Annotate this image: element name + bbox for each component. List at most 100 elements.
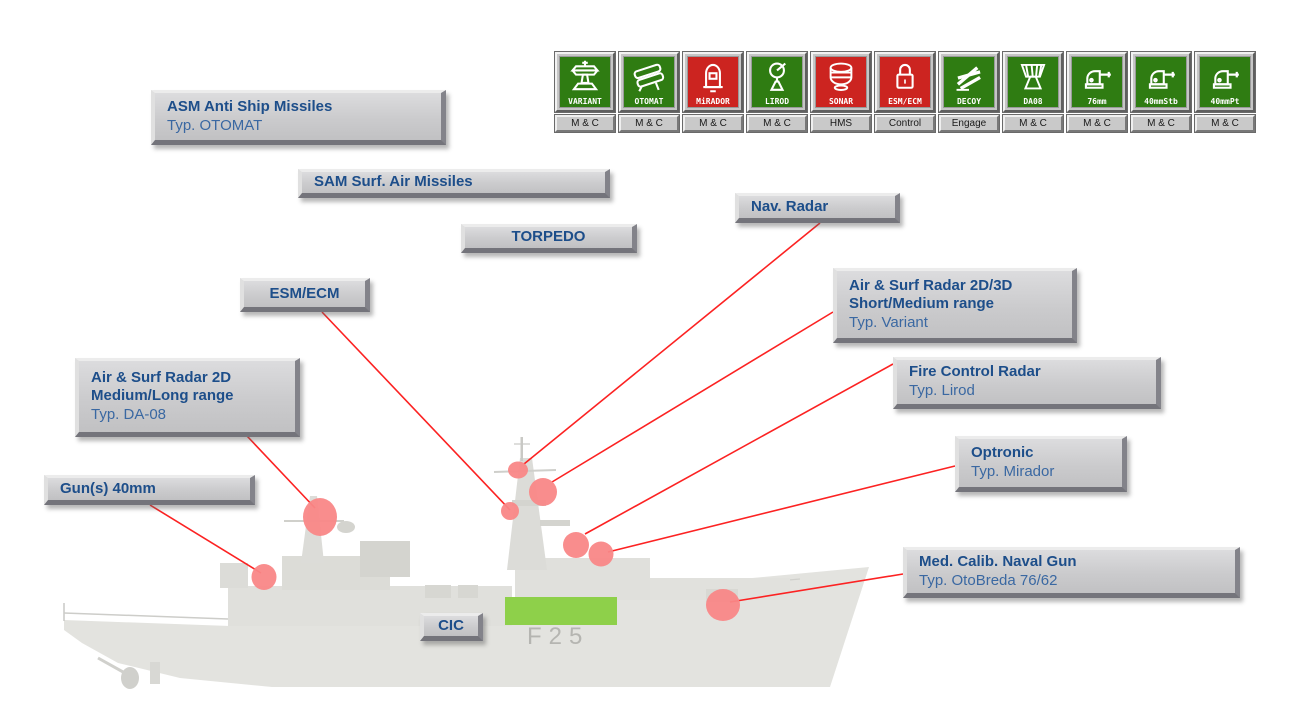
system-button-variant[interactable]: VARIANT	[555, 52, 615, 112]
system-button-label: 76mm	[1087, 97, 1107, 106]
system-mode-cell[interactable]: HMS	[811, 115, 871, 132]
system-button-label: OTOMAT	[634, 97, 664, 106]
system-hotspot-esm-ecm[interactable]	[501, 502, 519, 520]
system-button-label: DECOY	[956, 97, 982, 106]
system-button-label: DA08	[1023, 97, 1043, 106]
callout-cic[interactable]: CIC	[420, 613, 483, 641]
system-button-da08[interactable]: DA08	[1003, 52, 1063, 112]
system-mode-cell[interactable]: M & C	[1195, 115, 1255, 132]
callout-title: ESM/ECM	[269, 284, 340, 302]
mast-platform-2	[540, 520, 570, 526]
system-hotspot-da08-radar[interactable]	[303, 498, 337, 536]
connector-line-optronic	[607, 465, 956, 553]
connector-line-fire-control-radar	[584, 363, 894, 535]
system-hotspot-med-calib-gun[interactable]	[706, 589, 740, 621]
connector-line-med-calib-gun	[729, 573, 904, 603]
connector-line-guns-40mm	[149, 504, 262, 574]
callout-sam-missiles[interactable]: SAM Surf. Air Missiles	[298, 169, 610, 198]
main-mast-pole	[520, 437, 523, 461]
system-button-mirador[interactable]: MiRADOR	[683, 52, 743, 112]
system-icon-column: 40mmPt M & C	[1195, 52, 1255, 132]
system-button-label: MiRADOR	[696, 97, 730, 106]
system-button-sonar[interactable]: SONAR	[811, 52, 871, 112]
deck-fitting-2	[458, 585, 478, 598]
callout-torpedo[interactable]: TORPEDO	[461, 224, 637, 253]
system-hotspot-guns-40mm[interactable]	[251, 564, 277, 590]
callout-nav-radar[interactable]: Nav. Radar	[735, 193, 900, 223]
system-icon-column: LIROD M & C	[747, 52, 807, 132]
sonar-dome-icon	[829, 62, 853, 91]
callout-subtitle: Typ. Variant	[849, 313, 928, 331]
system-icon-column: SONAR HMS	[811, 52, 871, 132]
connector-line-nav-radar	[523, 222, 821, 465]
system-button-40mm-pt[interactable]: 40mmPt	[1195, 52, 1255, 112]
system-button-76mm[interactable]: 76mm	[1067, 52, 1127, 112]
callout-title: Fire Control Radar	[909, 363, 1041, 381]
system-button-label: VARIANT	[568, 97, 602, 106]
system-icon-column: 40mmStb M & C	[1131, 52, 1191, 132]
callout-subtitle: Typ. DA-08	[91, 405, 167, 423]
callout-guns-40mm[interactable]: Gun(s) 40mm	[44, 475, 255, 505]
system-hotspot-optronic[interactable]	[588, 541, 614, 567]
system-button-otomat[interactable]: OTOMAT	[619, 52, 679, 112]
callout-title: Air & Surf Radar 2D/3D	[849, 276, 1013, 294]
callout-subtitle: Typ. OTOMAT	[167, 116, 263, 134]
da08-radar-icon	[1020, 63, 1046, 90]
naval-gun-icon	[1212, 70, 1240, 89]
system-hotspot-nav-radar[interactable]	[508, 461, 528, 479]
system-button-esm-ecm[interactable]: ESM/ECM	[875, 52, 935, 112]
decoy-launcher-icon	[954, 66, 982, 92]
system-mode-cell[interactable]: M & C	[619, 115, 679, 132]
gun-pedestal-aft	[220, 563, 248, 588]
system-button-label: ESM/ECM	[888, 97, 922, 106]
naval-gun-icon	[1148, 70, 1176, 89]
esm-lock-icon	[896, 63, 914, 89]
callout-title: TORPEDO	[511, 228, 586, 246]
callout-title: CIC	[438, 616, 464, 634]
system-button-decoy[interactable]: DECOY	[939, 52, 999, 112]
callout-subtitle: Typ. Lirod	[909, 382, 975, 399]
system-hotspot-variant-radar[interactable]	[529, 478, 557, 506]
connector-line-da08-radar	[246, 435, 316, 509]
system-button-label: 40mmStb	[1144, 97, 1178, 106]
system-icon-column: MiRADOR M & C	[683, 52, 743, 132]
system-mode-cell[interactable]: Engage	[939, 115, 999, 132]
system-icon-bar: VARIANT M & C OTOMAT M & C MiRADOR M & C…	[555, 52, 1255, 132]
optronic-director-icon	[702, 63, 724, 93]
system-icon-column: ESM/ECM Control	[875, 52, 935, 132]
system-mode-cell[interactable]: M & C	[1067, 115, 1127, 132]
system-mode-cell[interactable]: M & C	[1003, 115, 1063, 132]
callout-title: Optronic	[971, 444, 1034, 462]
system-button-label: LIROD	[764, 97, 790, 106]
callout-title: ASM Anti Ship Missiles	[167, 97, 333, 115]
quarterdeck-railing	[63, 612, 229, 620]
fc-radar-icon	[769, 62, 787, 91]
system-button-lirod[interactable]: LIROD	[747, 52, 807, 112]
system-icon-column: VARIANT M & C	[555, 52, 615, 132]
system-mode-cell[interactable]: M & C	[1131, 115, 1191, 132]
system-hotspot-fire-control-radar[interactable]	[563, 532, 589, 558]
system-mode-cell[interactable]: M & C	[683, 115, 743, 132]
system-mode-cell[interactable]: Control	[875, 115, 935, 132]
callout-title: Nav. Radar	[751, 197, 829, 215]
mast-platform-1	[512, 500, 546, 506]
system-button-40mm-stb[interactable]: 40mmStb	[1131, 52, 1191, 112]
callout-subtitle: Typ. Mirador	[971, 463, 1055, 480]
main-mast	[507, 458, 547, 570]
system-icon-column: DECOY Engage	[939, 52, 999, 132]
cic-highlight-zone	[505, 597, 617, 625]
system-mode-cell[interactable]: M & C	[555, 115, 615, 132]
callout-title: Medium/Long range	[91, 387, 234, 405]
hotspot-dots	[251, 461, 740, 621]
connector-line-variant-radar	[551, 311, 834, 483]
callout-esm-ecm[interactable]: ESM/ECM	[240, 278, 370, 312]
callout-subtitle: Typ. OtoBreda 76/62	[919, 571, 1058, 589]
callout-title: Air & Surf Radar 2D	[91, 368, 232, 386]
system-mode-cell[interactable]: M & C	[747, 115, 807, 132]
